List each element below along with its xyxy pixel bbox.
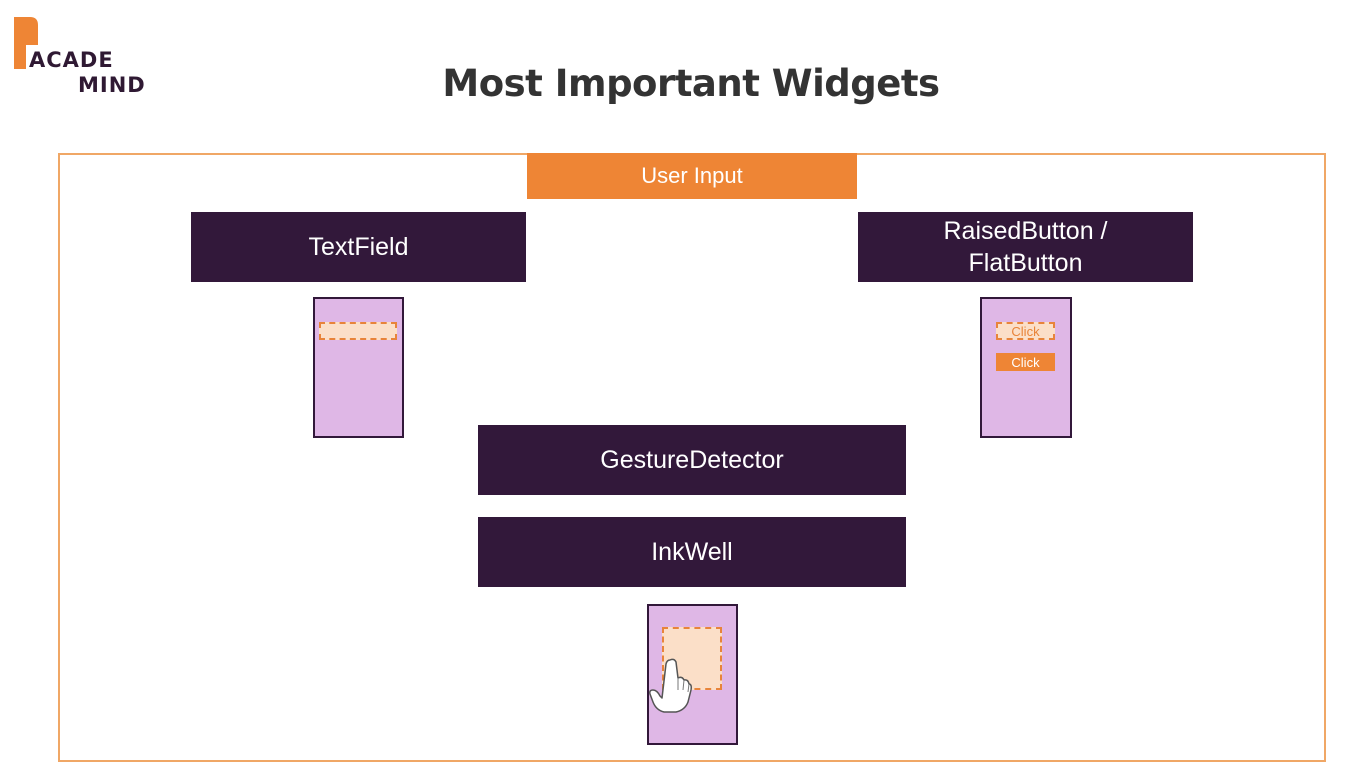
user-input-header: User Input: [527, 153, 857, 199]
flatbutton-label: FlatButton: [968, 249, 1083, 277]
tap-hand-icon: [649, 658, 692, 713]
textfield-label: TextField: [308, 233, 409, 261]
phone-mockup-buttons: [980, 297, 1072, 438]
slide-title: Most Important Widgets: [442, 62, 940, 105]
raised-button-mock: Click: [996, 353, 1055, 371]
inkwell-box: InkWell: [478, 517, 906, 587]
flat-button-label: Click: [1011, 323, 1040, 339]
gesturedetector-label: GestureDetector: [600, 446, 784, 474]
phone-mockup-textfield: [313, 297, 404, 438]
raisedbutton-label: RaisedButton /: [943, 217, 1108, 245]
gesturedetector-box: GestureDetector: [478, 425, 906, 495]
raised-button-label: Click: [1011, 354, 1040, 370]
textfield-box: TextField: [191, 212, 526, 282]
flat-button-mock: Click: [996, 322, 1055, 340]
textfield-mock-input: [319, 322, 397, 340]
raisedbutton-flatbutton-box: RaisedButton / FlatButton: [858, 212, 1193, 282]
academind-logo-icon: [14, 17, 38, 69]
inkwell-label: InkWell: [651, 538, 733, 566]
logo-text-line2: MIND: [78, 73, 146, 97]
logo-text-line1: ACADE: [29, 48, 114, 72]
